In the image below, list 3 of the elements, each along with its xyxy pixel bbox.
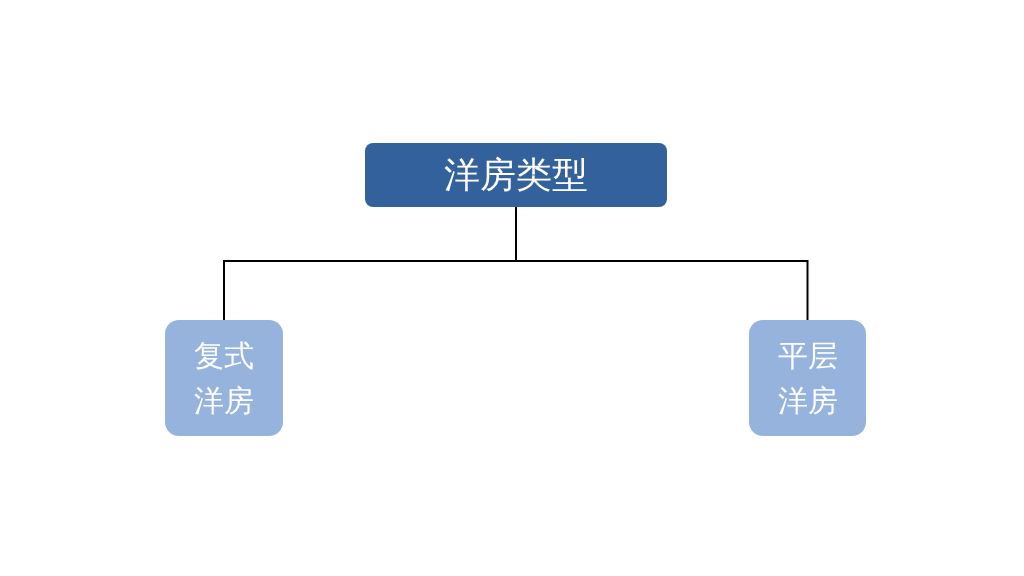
- category-box: 复式洋房: [165, 320, 283, 436]
- title-box: 洋房类型: [365, 143, 667, 207]
- category-box: 平层洋房: [749, 320, 866, 436]
